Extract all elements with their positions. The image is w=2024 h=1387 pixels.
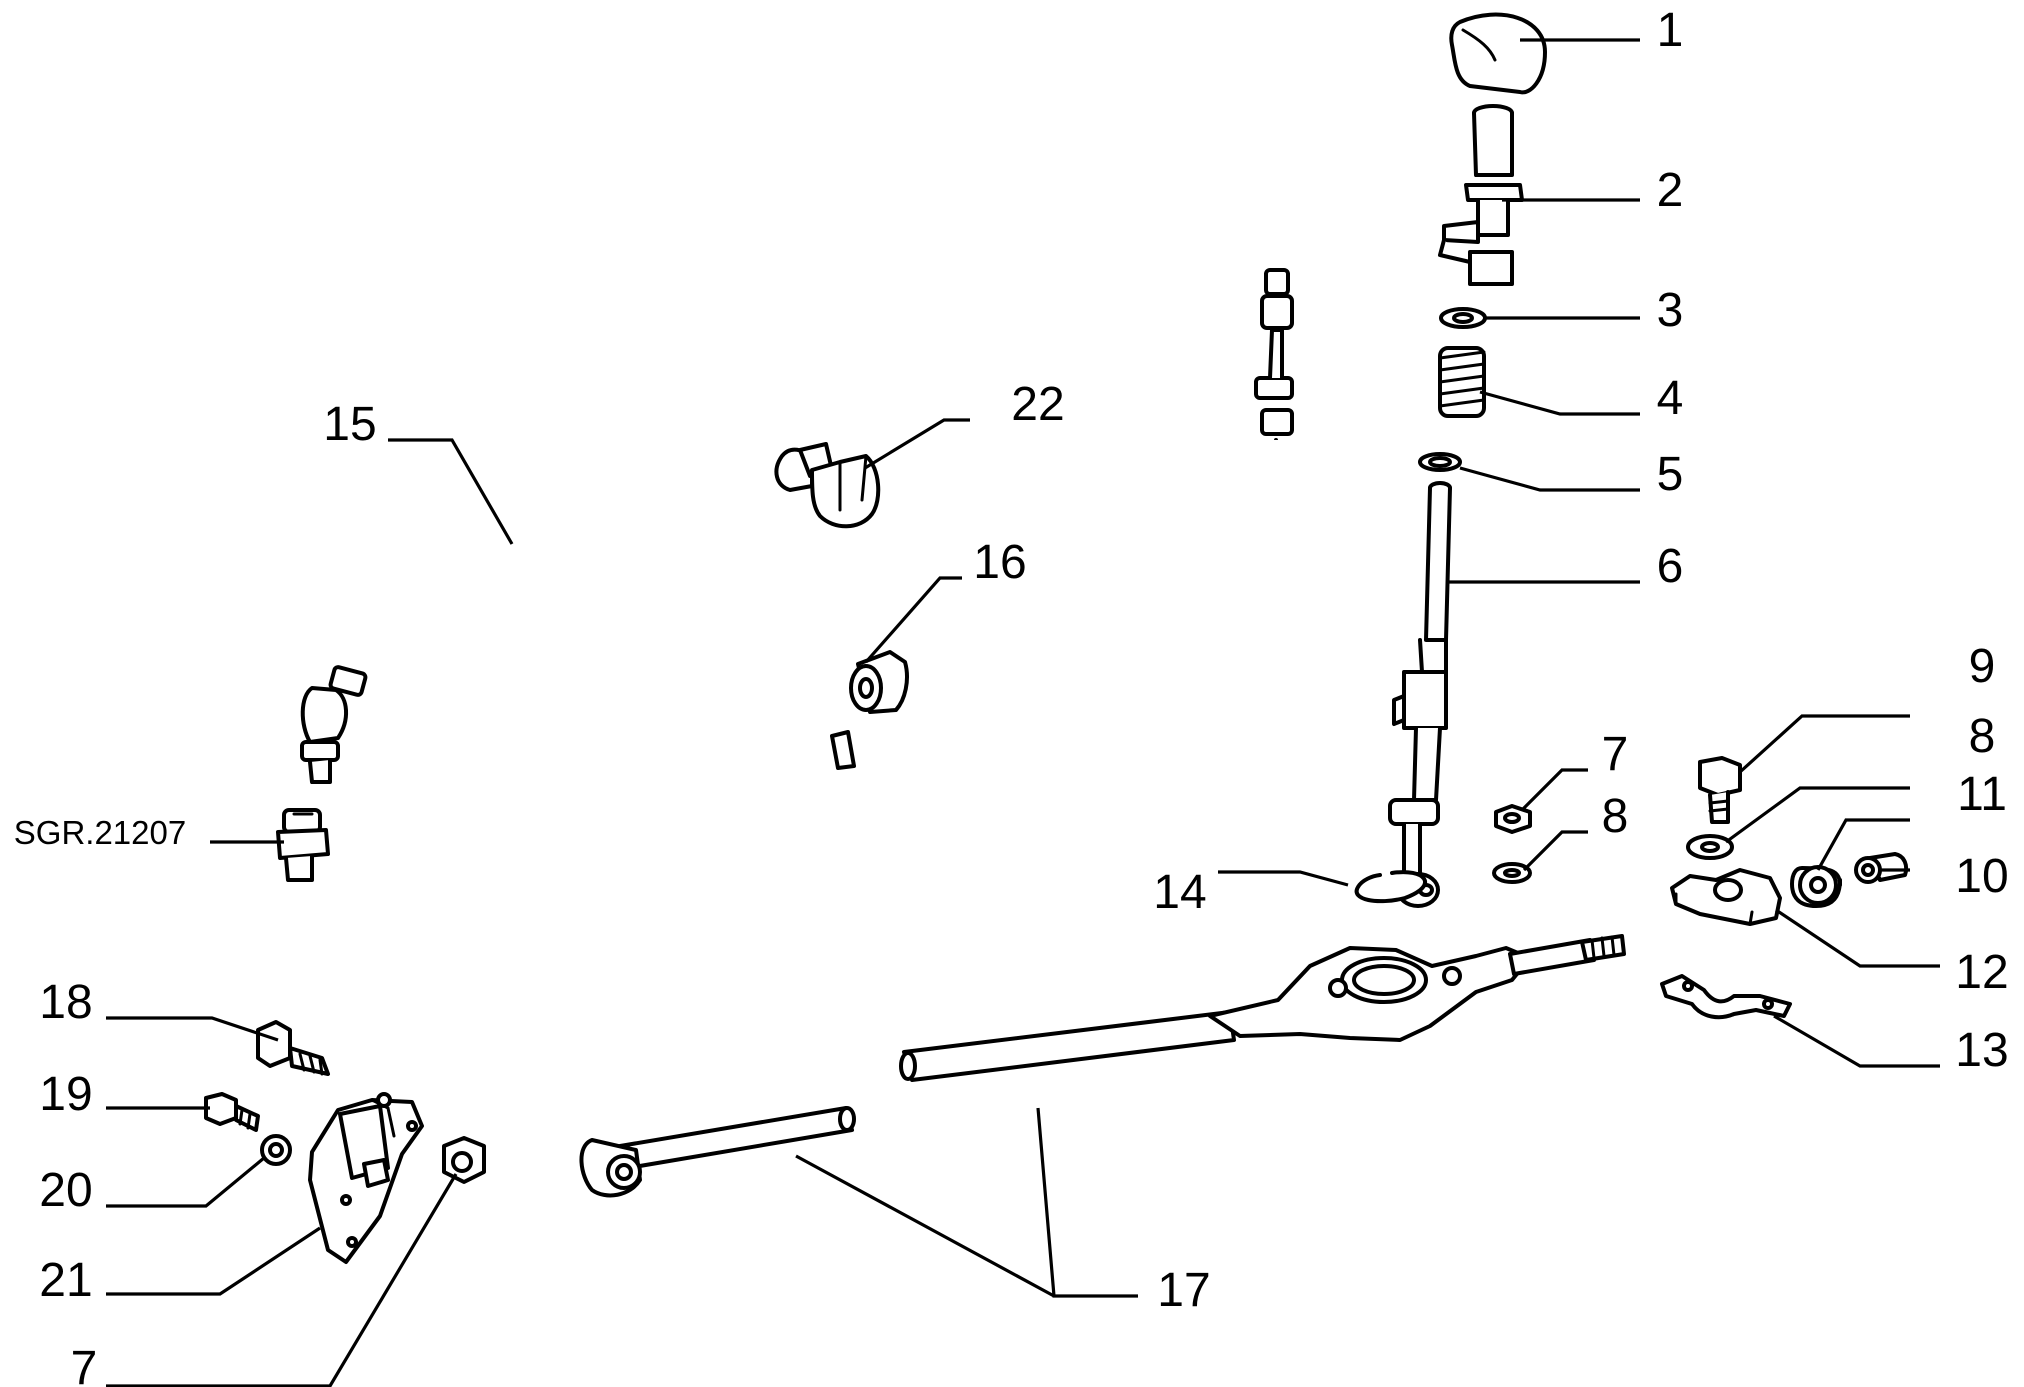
- part-20-washer: [260, 1134, 292, 1166]
- callout-7-lower: 7: [71, 1342, 98, 1387]
- callout-21: 21: [39, 1254, 92, 1307]
- part-2-lever-upper: [1438, 104, 1524, 286]
- callout-3: 3: [1657, 284, 1684, 337]
- part-13-clamp: [1660, 974, 1792, 1020]
- callout-19: 19: [39, 1068, 92, 1121]
- callout-2: 2: [1657, 164, 1684, 217]
- callout-20: 20: [39, 1164, 92, 1217]
- part-1-gear-knob: [1449, 12, 1547, 95]
- callout-labels: 1 2 3 4 5 6 7 8 9 8 11 10 12 13 14 15 16…: [14, 4, 2009, 1387]
- callout-8-right: 8: [1969, 710, 1996, 763]
- callout-13: 13: [1955, 1024, 2008, 1077]
- callout-8-upper: 8: [1602, 790, 1629, 843]
- callout-7-upper: 7: [1602, 728, 1629, 781]
- callout-4: 4: [1657, 372, 1684, 425]
- part-6-lever-shaft: [1388, 481, 1452, 908]
- reference-code-label: SGR.21207: [14, 814, 186, 851]
- part-11-bushing: [1790, 865, 1842, 908]
- part-10-spacer: [1854, 852, 1909, 884]
- part-14-snap-ring: [1354, 870, 1427, 904]
- callout-1: 1: [1657, 4, 1684, 57]
- part-22-cable-clip: [774, 442, 881, 529]
- callout-9: 9: [1969, 640, 1996, 693]
- part-7-nut-lower: [442, 1136, 486, 1184]
- part-9-bolt: [1698, 756, 1742, 824]
- part-18-stud: [256, 1020, 330, 1076]
- part-17-gear-rod-assembly: [579, 934, 1626, 1198]
- part-3-washer: [1439, 307, 1487, 329]
- part-8-washer-right: [1686, 834, 1734, 860]
- part-8-washer-upper: [1492, 862, 1532, 884]
- callout-18: 18: [39, 976, 92, 1029]
- part-19-screw: [204, 1092, 260, 1132]
- callout-11: 11: [1957, 768, 2007, 821]
- callout-10: 10: [1955, 850, 2008, 903]
- callout-6: 6: [1657, 540, 1684, 593]
- callout-12: 12: [1955, 946, 2008, 999]
- callout-5: 5: [1657, 448, 1684, 501]
- leader-lines: [106, 38, 1940, 1387]
- callout-14: 14: [1153, 866, 1206, 919]
- callout-16: 16: [973, 536, 1026, 589]
- callout-17: 17: [1157, 1264, 1210, 1317]
- part-16-grommet: [849, 650, 909, 714]
- callout-15: 15: [323, 398, 376, 451]
- callout-22: 22: [1011, 378, 1064, 431]
- part-7-nut-upper: [1494, 804, 1532, 834]
- sgr-21207-fitting: [276, 808, 330, 882]
- part-21-support-bracket: [308, 1092, 424, 1264]
- part-15-flexible-cable: [300, 268, 1294, 826]
- part-5-ring: [1418, 452, 1462, 472]
- part-12-bracket: [1670, 868, 1782, 926]
- part-4-spring: [1438, 346, 1486, 418]
